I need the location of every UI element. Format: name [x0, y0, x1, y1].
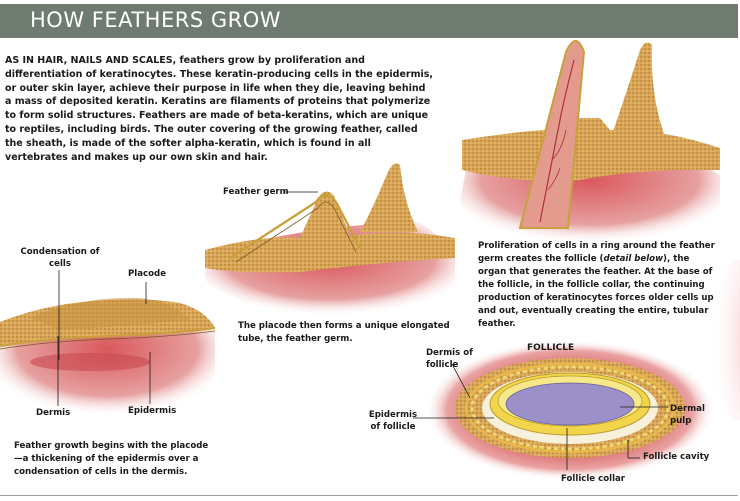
caption-placode: Feather growth begins with the placode—a…: [14, 441, 209, 477]
stage1-membrane: [0, 327, 216, 347]
label-feather-germ: Feather germ: [223, 187, 289, 197]
intro-paragraph: AS IN HAIR, NAILS AND SCALES, feathers g…: [5, 55, 434, 163]
label-condensation-of-cells: Condensation of cells: [20, 247, 100, 269]
label-dermal-pulp: Dermal pulp: [670, 404, 705, 426]
dermal-pulp-core: [505, 382, 635, 426]
placode-illustration: [0, 297, 216, 417]
page-title: HOW FEATHERS GROW: [30, 8, 281, 32]
stage2-epidermis: [205, 191, 455, 273]
stage3-blood-vessel: [539, 59, 575, 223]
follicle-stage-illustration: [460, 40, 720, 244]
label-epidermis-of-follicle: Epidermis of follicle: [368, 410, 418, 432]
title-bar: HOW FEATHERS GROW: [0, 4, 738, 38]
caption-feather-germ: The placode then forms a unique elongate…: [238, 321, 450, 344]
feather-germ-illustration: [205, 163, 455, 317]
stage3-feather-tube: [518, 40, 586, 229]
label-dermis-of-follicle: Dermis of follicle: [426, 348, 473, 370]
leader-lines: [57, 191, 668, 470]
bottom-rule: [0, 495, 738, 496]
label-placode: Placode: [128, 269, 167, 279]
label-follicle-cavity: Follicle cavity: [643, 452, 710, 462]
label-follicle-collar: Follicle collar: [561, 474, 626, 484]
caption-follicle-formation: Proliferation of cells in a ring around …: [478, 241, 715, 329]
stage3-second-spike: [610, 42, 668, 145]
label-epidermis: Epidermis: [128, 406, 177, 416]
label-dermis: Dermis: [36, 408, 71, 418]
follicle-cross-section: [425, 340, 715, 480]
stage2-germ-spike: [360, 163, 418, 232]
follicle-heading: FOLLICLE: [527, 343, 575, 353]
stage1-placode-bump: [30, 297, 190, 330]
stage1-condensation: [30, 353, 150, 371]
right-edge-dermis: [708, 260, 740, 420]
stage2-germ-membrane: [229, 193, 362, 260]
